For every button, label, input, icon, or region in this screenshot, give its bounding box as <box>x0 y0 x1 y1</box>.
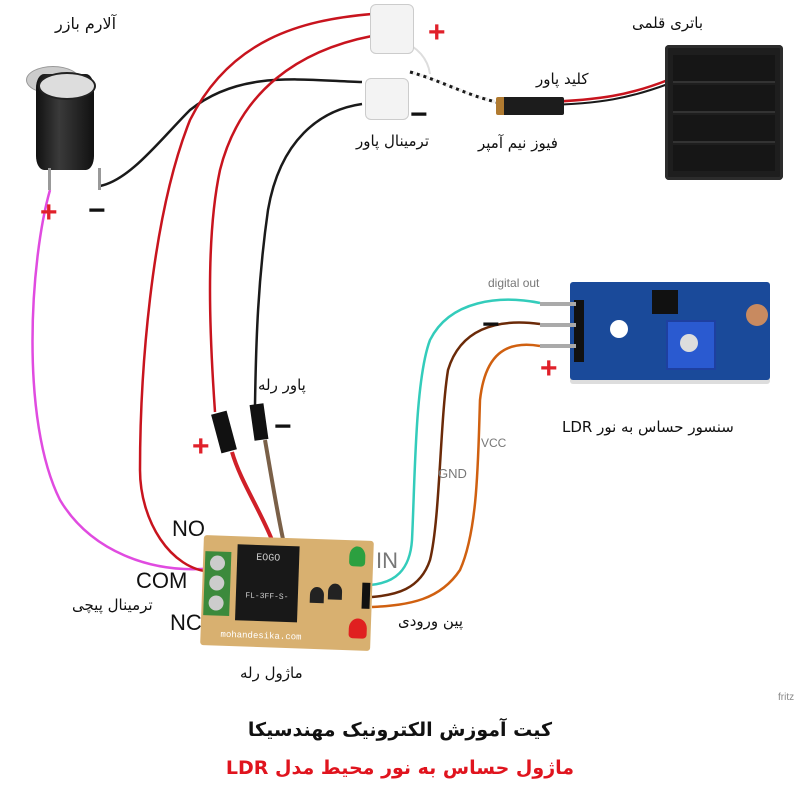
relay-model: FL-3FF-S- <box>245 591 289 603</box>
fuse-switch[interactable] <box>496 97 564 115</box>
relay-power-label: پاور رله <box>258 376 306 394</box>
buzzer-top <box>38 72 96 100</box>
power-terminal-plus <box>370 4 414 54</box>
no-label: NO <box>172 516 205 541</box>
sensor-minus-sign: − <box>482 308 500 341</box>
ldr-sensor-module <box>570 282 770 380</box>
relay-site: mohandesika.com <box>220 629 302 643</box>
wire-black-buzzer-minus <box>99 78 363 188</box>
relay-brand: EOGO <box>255 552 281 565</box>
relay-block: EOGO FL-3FF-S- <box>235 544 300 623</box>
wire-brown-gnd <box>371 321 541 599</box>
sensor-pot-knob[interactable] <box>680 334 698 352</box>
battery-holder <box>665 45 783 180</box>
buzzer-label: آلارم بازر <box>55 14 117 33</box>
buzzer <box>20 60 110 190</box>
input-pin-label: پین ورودی <box>398 612 464 630</box>
wire-cyan-digital-out <box>369 298 541 587</box>
buzzer-minus-sign: − <box>88 194 106 227</box>
ldr-sensor-label: سنسور حساس به نور LDR <box>562 418 734 436</box>
switch-label: کلید پاور <box>536 70 589 88</box>
buzzer-plus-sign: + <box>40 196 58 229</box>
gnd-label: GND <box>438 466 467 481</box>
sensor-ldr <box>746 304 768 326</box>
power-terminal-minus <box>365 78 409 120</box>
battery-label: باتری قلمی <box>632 14 704 32</box>
transistor <box>327 583 343 600</box>
sensor-pins <box>540 300 576 348</box>
buzzer-pin-minus <box>98 168 101 190</box>
relay-minus-sign: − <box>274 410 292 443</box>
vcc-label: VCC <box>481 436 507 450</box>
power-terminal-label: ترمینال پاور <box>356 132 430 150</box>
sensor-plus-sign: + <box>540 352 558 385</box>
wire-red-no <box>138 12 373 574</box>
battery-slot <box>673 115 775 143</box>
transistor <box>309 586 325 604</box>
digital-out-label: digital out <box>488 276 540 290</box>
led-red <box>348 618 368 639</box>
battery-slot <box>673 85 775 113</box>
buzzer-pin-plus <box>48 168 51 190</box>
sensor-mount-hole <box>610 320 628 338</box>
wire-orange-vcc <box>371 343 541 609</box>
sensor-header <box>574 300 584 362</box>
relay-module-label: ماژول رله <box>240 664 303 682</box>
nc-label: NC <box>170 610 202 635</box>
wire-black-relay-minus <box>253 102 363 406</box>
input-header <box>361 582 371 609</box>
relay-plus-sign: + <box>192 430 210 463</box>
fuse-label: فیوز نیم آمپر <box>478 134 558 152</box>
sensor-chip <box>652 290 678 314</box>
led-green <box>348 546 366 567</box>
title-line-2: ماژول حساس به نور محیط مدل LDR <box>225 757 575 779</box>
relay-module: EOGO FL-3FF-S- mohandesika.com <box>200 535 374 651</box>
battery-slot <box>673 55 775 83</box>
power-plus-sign: + <box>428 16 446 49</box>
battery-slot <box>673 145 775 171</box>
wire-magenta-buzzer-com <box>31 189 216 571</box>
in-label: IN <box>376 548 398 573</box>
screw-terminal-label: ترمینال پیچی <box>72 596 153 614</box>
com-label: COM <box>136 568 188 593</box>
watermark: fritz <box>778 692 795 703</box>
wire-red-relay-plus <box>208 34 373 413</box>
power-minus-sign: − <box>410 98 428 131</box>
title-line-1: کیت آموزش الکترونیک مهندسیکا <box>247 719 553 741</box>
